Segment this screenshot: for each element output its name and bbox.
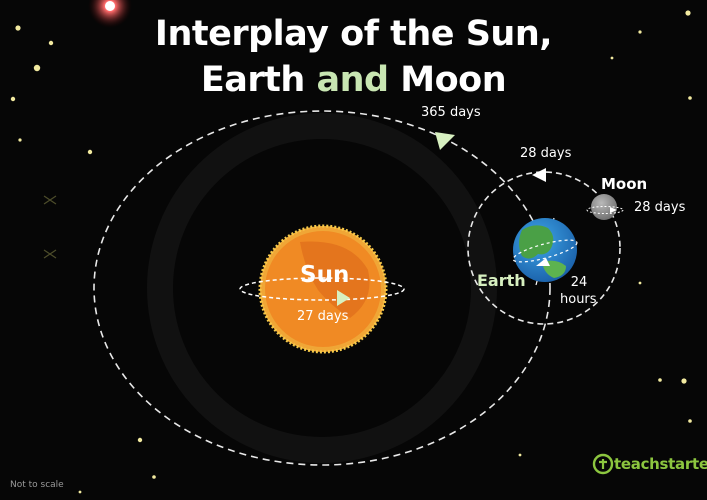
star [685,10,691,16]
sparkle [43,249,57,259]
moon-orbit-label: 28 days [520,146,572,161]
moon [586,194,624,220]
flare-star-core [105,1,115,11]
sun-label: Sun [300,262,350,288]
earth-label: Earth [477,271,526,290]
earth-landmass [519,225,554,259]
star [688,96,692,100]
flare-star [88,0,132,28]
star [33,64,41,72]
moon-label: Moon [601,175,648,193]
earth-orbit-path [93,110,551,466]
moon-rotation-label: 28 days [634,200,686,215]
earth-rotation-value: 24 [570,275,588,290]
star [10,96,16,102]
star [137,437,143,443]
star-field [10,10,692,494]
star [681,378,687,384]
sparkle [43,195,57,205]
star [18,138,22,142]
earth-rotation-path [512,239,578,263]
earth-orbit-label: 365 days [421,105,481,120]
sparkle-stars [43,195,57,259]
title-earth: Earth [200,60,305,100]
sun-rotation-path [239,277,405,301]
star [638,30,642,34]
sun [239,224,405,354]
star [688,419,692,423]
teachstarter-brand: teachstarter [614,455,707,473]
moon-orbit-path [467,171,621,325]
star [87,149,93,155]
earth-orbit-arrow [435,132,455,150]
title-line-1: Interplay of the Sun, [154,14,553,54]
not-to-scale-note: Not to scale [10,480,64,490]
star [15,25,21,31]
title-moon: Moon [400,60,507,100]
sun-rotation-arrow [337,290,350,306]
sun-spot [300,241,370,318]
moon-rotation-path [586,206,624,214]
star [48,40,54,46]
watermark-ring [147,113,497,463]
earth [512,217,578,286]
sun-rotation-label: 27 days [297,309,349,324]
earth-rotation-unit: hours [560,292,597,307]
star [78,490,82,494]
star [638,281,642,285]
star [518,453,522,457]
star [610,56,614,60]
star [658,378,662,382]
teachstarter-logo-icon [592,453,614,475]
earth-rotation-arrow [536,258,550,266]
moon-orbit-arrow [532,168,546,182]
moon-rotation-arrow [610,207,617,213]
star [152,475,156,479]
title-and: and [304,60,401,100]
title-line-2: Earth and Moon [0,60,707,100]
